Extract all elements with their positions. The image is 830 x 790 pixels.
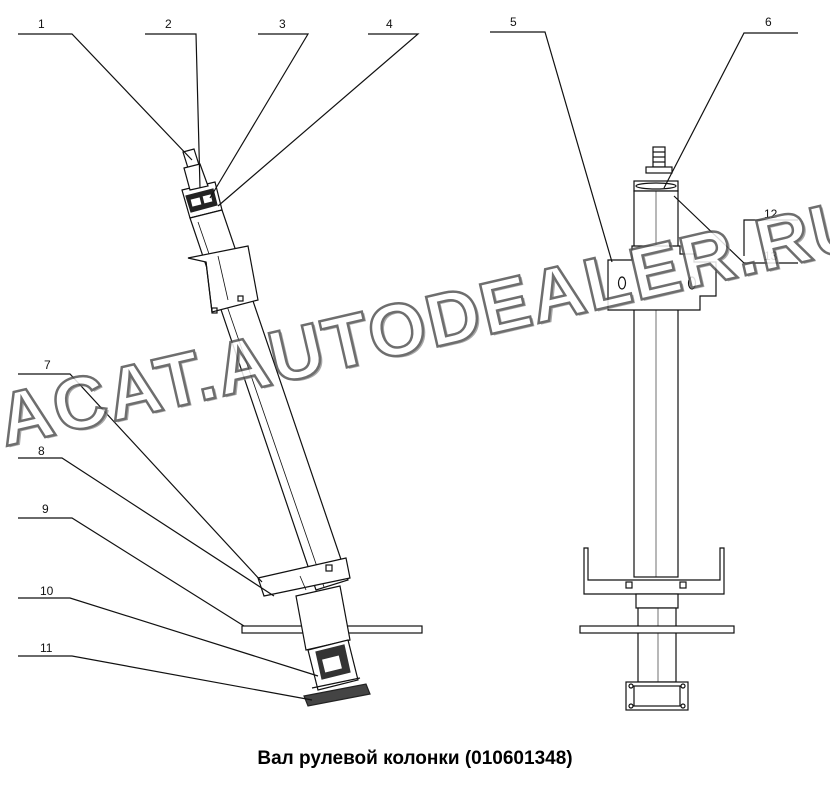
callout-11: 11: [40, 641, 53, 655]
leader-line-13: [673, 195, 798, 264]
leader-line-9: [18, 517, 245, 627]
right-upper-bracket: [607, 245, 717, 311]
callout-6: 6: [765, 15, 772, 29]
callout-12: 12: [764, 207, 778, 221]
leader-line-5: [490, 31, 613, 263]
leader-line-7: [18, 373, 263, 583]
callout-2: 2: [165, 17, 172, 31]
callout-4: 4: [386, 17, 393, 31]
callout-10: 10: [40, 584, 54, 598]
leader-line-1: [18, 33, 193, 161]
leader-line-3: [209, 33, 310, 199]
left-view-column: [181, 148, 423, 707]
leader-line-10: [18, 597, 319, 677]
leader-line-12: [743, 219, 798, 256]
callout-1: 1: [38, 17, 45, 31]
callout-7: 7: [44, 358, 51, 372]
diagram-caption: Вал рулевой колонки (010601348): [257, 748, 573, 769]
right-floor-plate: [579, 625, 735, 634]
leader-line-4: [217, 33, 420, 207]
right-view-column: [579, 146, 735, 711]
leader-line-8: [18, 457, 275, 597]
leader-line-11: [18, 655, 313, 701]
left-bottom-flange: [303, 683, 371, 707]
callout-9: 9: [42, 502, 49, 516]
right-lower-bracket: [583, 547, 725, 595]
leader-lines: [18, 31, 798, 701]
callout-3: 3: [279, 17, 286, 31]
left-lower-bracket: [257, 557, 351, 597]
callout-8: 8: [38, 444, 45, 458]
callout-5: 5: [510, 15, 517, 29]
leader-line-2: [145, 33, 201, 189]
callout-13: 13: [764, 249, 778, 263]
leader-line-6: [663, 32, 798, 189]
